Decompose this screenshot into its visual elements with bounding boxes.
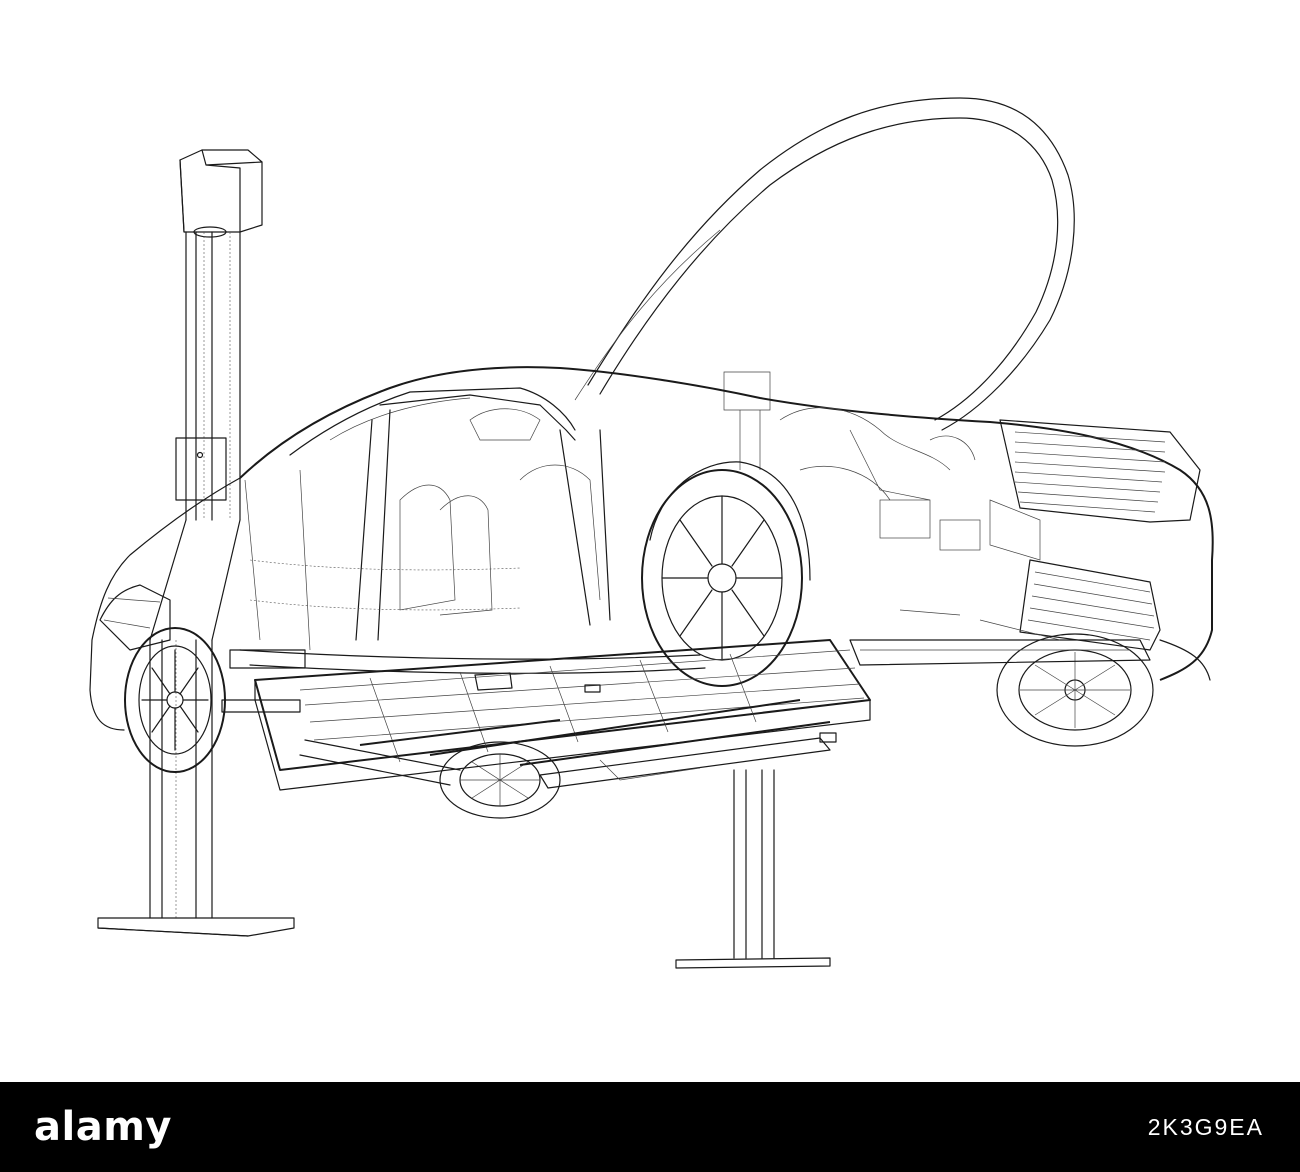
right-lift-post bbox=[675, 371, 831, 969]
front-right-wheel bbox=[641, 461, 811, 687]
lift-platform bbox=[221, 609, 1151, 791]
front-left-wheel bbox=[996, 633, 1154, 747]
car-body bbox=[89, 366, 1214, 731]
car-lift-wireframe-illustration bbox=[89, 97, 1214, 969]
open-hood bbox=[574, 97, 1075, 431]
alamy-logo: alamy bbox=[34, 1104, 172, 1150]
stock-image-id: 2K3G9EA bbox=[1147, 1113, 1264, 1140]
left-lift-post bbox=[97, 149, 295, 937]
rear-right-wheel bbox=[439, 741, 561, 819]
rear-left-wheel bbox=[124, 627, 226, 773]
front-grille bbox=[1014, 431, 1166, 513]
watermark-bar: alamy 2K3G9EA bbox=[0, 1082, 1300, 1172]
brand-text: alamy bbox=[34, 1104, 172, 1150]
